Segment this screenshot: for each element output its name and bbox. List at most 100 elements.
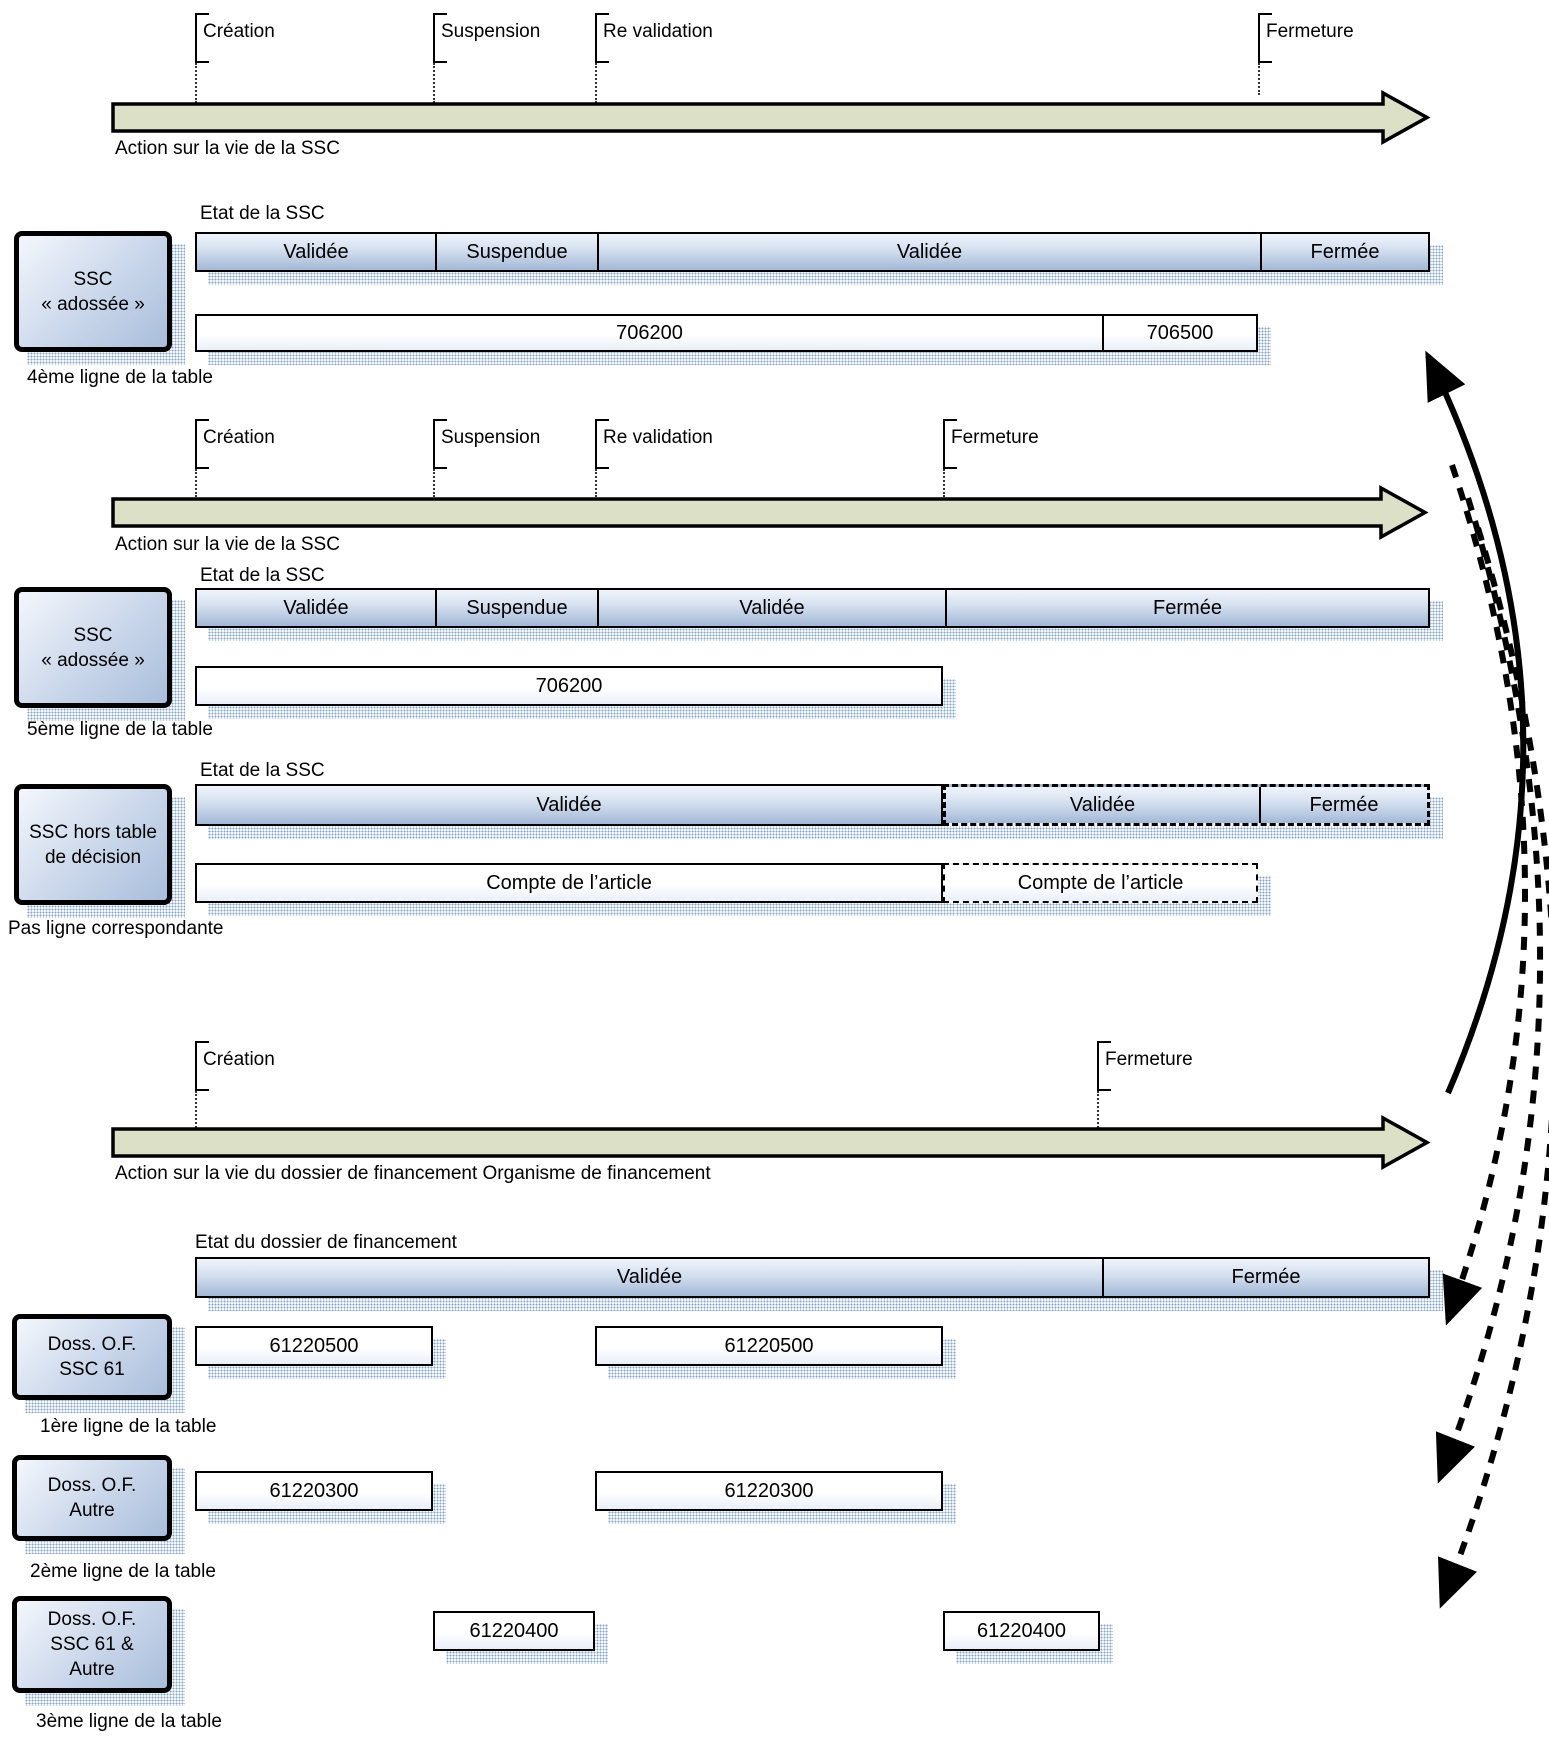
- account-segment-dashed: Compte de l’article: [1017, 871, 1184, 894]
- box-line: SSC: [73, 268, 113, 290]
- marker-label: Création: [203, 427, 275, 448]
- state-bar-3-dashed: Validée Fermée: [943, 784, 1430, 826]
- link-arrow-dashed-icon: [1437, 527, 1549, 1609]
- account-segment: 706200: [616, 321, 683, 344]
- state-segment: Validée: [597, 590, 945, 626]
- state-segment: Validée: [597, 234, 1260, 270]
- marker-connector: [195, 63, 197, 103]
- bracket-icon: [595, 13, 609, 63]
- marker-connector: [943, 469, 945, 497]
- account-segment: 706200: [535, 674, 603, 697]
- state-segment-dashed: Fermée: [1259, 787, 1427, 823]
- state-header-3: Etat de la SSC: [200, 760, 325, 781]
- timeline-arrow-icon: [111, 485, 1429, 540]
- state-segment: Validée: [283, 240, 349, 263]
- doss-of-autre-box: Doss. O.F. Autre: [12, 1455, 172, 1541]
- marker-label: Fermeture: [951, 427, 1039, 448]
- state-bar-2: Validée Suspendue Validée Fermée: [195, 588, 1430, 628]
- bracket-icon: [195, 1041, 209, 1091]
- account-bar-3-solid: Compte de l’article: [195, 863, 943, 903]
- account-segment: Compte de l’article: [486, 871, 652, 894]
- state-header-2: Etat de la SSC: [200, 565, 325, 586]
- box-line: « adossée »: [41, 293, 145, 315]
- bracket-icon: [433, 13, 447, 63]
- account-segment: 61220500: [724, 1334, 814, 1357]
- ssc-adossee-box-2: SSC « adossée »: [14, 587, 172, 708]
- state-segment: Fermée: [1102, 1259, 1428, 1296]
- state-bar-3-solid: Validée: [195, 784, 943, 826]
- marker-label: Création: [203, 1049, 275, 1070]
- link-arrow-solid-icon: [1425, 350, 1527, 1095]
- marker-label: Suspension: [441, 21, 541, 42]
- dossier-state-bar: Validée Fermée: [195, 1257, 1430, 1298]
- dossier-bar: 61220500: [195, 1326, 433, 1366]
- timeline-arrow-icon: [111, 90, 1431, 145]
- state-segment: Suspendue: [435, 234, 597, 270]
- box-line: Doss. O.F.: [47, 1475, 137, 1496]
- state-segment: Validée: [536, 793, 602, 816]
- marker-connector: [595, 63, 597, 103]
- doss-of-ssc61-autre-box: Doss. O.F. SSC 61 & Autre: [12, 1596, 172, 1693]
- box-line: SSC 61 &: [50, 1634, 134, 1655]
- state-segment-dashed: Validée: [1069, 793, 1136, 816]
- bracket-icon: [195, 419, 209, 469]
- box-line: SSC 61: [59, 1359, 125, 1380]
- box-line: SSC hors table: [29, 821, 157, 843]
- dossier-state-header: Etat du dossier de financement: [195, 1232, 457, 1253]
- bracket-icon: [943, 419, 957, 469]
- caption-row-3: 3ème ligne de la table: [36, 1711, 222, 1732]
- timeline-1-label: Action sur la vie de la SSC: [115, 138, 340, 159]
- dossier-bar: 61220300: [595, 1471, 943, 1511]
- caption-2: 5ème ligne de la table: [27, 719, 213, 740]
- account-bar-1: 706200 706500: [195, 314, 1258, 352]
- box-line: de décision: [44, 846, 142, 868]
- marker-connector: [1258, 63, 1260, 95]
- box-line: Autre: [69, 1500, 115, 1521]
- dossier-bar: 61220500: [595, 1326, 943, 1366]
- state-segment: Validée: [616, 1266, 683, 1288]
- bracket-icon: [195, 13, 209, 63]
- caption-row-1: 1ère ligne de la table: [40, 1416, 217, 1437]
- bracket-icon: [1097, 1041, 1111, 1091]
- box-line: SSC: [73, 624, 113, 646]
- timeline-3-label: Action sur la vie du dossier de financem…: [115, 1163, 711, 1184]
- marker-label: Re validation: [603, 21, 713, 42]
- marker-connector: [433, 63, 435, 103]
- box-line: Doss. O.F.: [47, 1334, 137, 1355]
- marker-label: Fermeture: [1105, 1049, 1193, 1070]
- bracket-icon: [1258, 13, 1272, 63]
- marker-label: Création: [203, 21, 275, 42]
- account-segment: 706500: [1102, 316, 1256, 350]
- box-line: Autre: [69, 1659, 115, 1680]
- account-segment: 61220300: [724, 1479, 814, 1502]
- dossier-bar: 61220400: [433, 1611, 595, 1651]
- doss-of-ssc61-box: Doss. O.F. SSC 61: [12, 1314, 172, 1400]
- marker-connector: [195, 469, 197, 497]
- state-header-1: Etat de la SSC: [200, 203, 325, 224]
- account-segment: 61220500: [269, 1334, 359, 1357]
- ssc-adossee-box-1: SSC « adossée »: [14, 231, 172, 352]
- marker-label: Re validation: [603, 427, 713, 448]
- link-arrow-dashed-icon: [1435, 497, 1544, 1484]
- marker-connector: [1097, 1091, 1099, 1128]
- dossier-bar: 61220300: [195, 1471, 433, 1511]
- bracket-icon: [433, 419, 447, 469]
- marker-connector: [595, 469, 597, 497]
- state-segment: Fermée: [945, 590, 1428, 626]
- account-segment: 61220400: [469, 1619, 559, 1642]
- caption-row-2: 2ème ligne de la table: [30, 1561, 216, 1582]
- dossier-bar: 61220400: [943, 1611, 1100, 1651]
- link-arrow-dashed-icon: [1442, 464, 1528, 1326]
- ssc-hors-table-box: SSC hors table de décision: [14, 784, 172, 905]
- account-bar-2: 706200: [195, 666, 943, 706]
- timeline-arrow-icon: [111, 1115, 1431, 1170]
- box-line: Doss. O.F.: [47, 1609, 137, 1630]
- timeline-2-label: Action sur la vie de la SSC: [115, 534, 340, 555]
- bracket-icon: [595, 419, 609, 469]
- marker-label: Fermeture: [1266, 21, 1354, 42]
- state-segment: Fermée: [1260, 234, 1428, 270]
- account-segment: 61220400: [977, 1619, 1066, 1642]
- account-bar-3-dashed: Compte de l’article: [943, 863, 1258, 903]
- caption-1: 4ème ligne de la table: [27, 367, 213, 388]
